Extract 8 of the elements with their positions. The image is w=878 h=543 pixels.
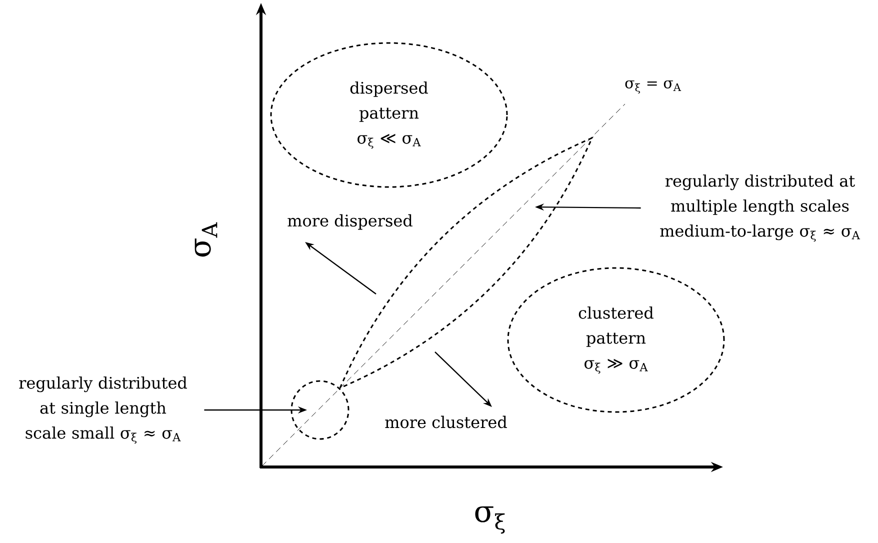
axis-label: σ$_{ξ}$	[475, 506, 505, 534]
direction-label: more clustered	[385, 416, 507, 428]
annotation-text: regularly distributed at multiple length scales medium-to-large σ$_{ξ}$ ≈ σ$_{A}$	[660, 174, 860, 242]
line-label: σ$_{ξ}$ = σ$_{A}$	[625, 80, 682, 94]
circle-region	[290, 380, 350, 440]
axis-label: σ$_{A}$	[194, 222, 218, 257]
annotation-text: regularly distributed at single length scale small σ$_{ξ}$ ≈ σ$_{A}$	[19, 376, 187, 444]
direction-label: more dispersed	[288, 214, 412, 230]
